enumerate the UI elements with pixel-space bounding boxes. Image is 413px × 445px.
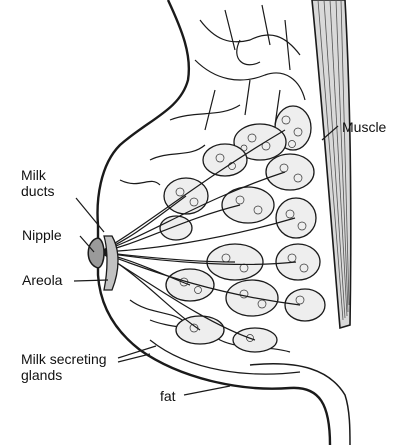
nipple-shape — [88, 238, 104, 268]
milk-secreting-glands-label: Milk secreting glands — [21, 351, 107, 383]
milk-ducts-label: Milk ducts — [21, 167, 54, 199]
chest-wall-line — [250, 364, 350, 445]
nipple-label: Nipple — [22, 227, 62, 243]
gland-lobes — [160, 106, 325, 352]
areola-shape — [104, 236, 118, 290]
muscle-label: Muscle — [342, 119, 386, 135]
fat-label: fat — [160, 388, 176, 404]
areola-label: Areola — [22, 272, 62, 288]
